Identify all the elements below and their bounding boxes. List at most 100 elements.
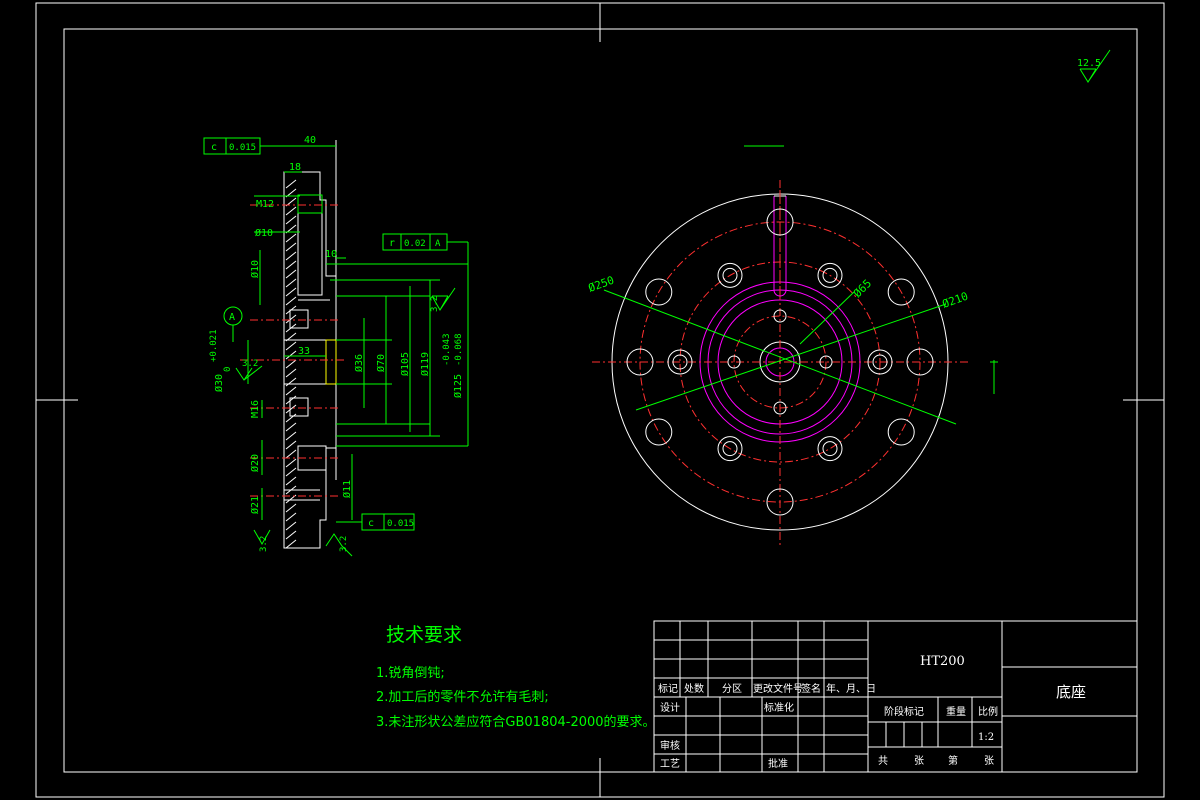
- gdt-top-value: 0.015: [229, 143, 256, 153]
- counterbore-hole-outer: [717, 436, 743, 462]
- gdt-runout-symbol: r: [389, 238, 395, 249]
- outer-bolt-hole: [887, 418, 915, 446]
- hatch-line: [285, 368, 297, 378]
- hatch-line: [285, 458, 297, 468]
- scale-value: 1:2: [978, 732, 994, 743]
- dim-phi30: Ø30: [213, 374, 225, 392]
- counterbore-hole-outer: [717, 262, 743, 288]
- dim-phi10-vertical: Ø10: [249, 260, 261, 278]
- counterbore-hole-inner: [722, 267, 738, 283]
- section-view: A c 0.015 r 0.02 A c 0.015 40 1: [203, 135, 469, 557]
- hatch-line: [285, 512, 297, 522]
- header-mark: 标记: [658, 683, 678, 695]
- dim-phi119: Ø119: [419, 352, 431, 376]
- hatch-line: [285, 359, 297, 369]
- dim-phi105: Ø105: [399, 352, 411, 376]
- gdt-bottom-value: 0.015: [387, 519, 414, 529]
- gdt-top-symbol: c: [211, 142, 217, 153]
- hatch-line: [285, 413, 297, 423]
- label-standardization: 标准化: [764, 701, 794, 714]
- dim-phi36: Ø36: [353, 354, 365, 372]
- label-weight: 重量: [946, 705, 966, 718]
- dim-phi20: Ø20: [249, 454, 261, 472]
- hatch-line: [285, 314, 297, 324]
- header-count: 处数: [684, 682, 704, 695]
- outer-bolt-hole: [645, 418, 673, 446]
- label-sheet-unit-2: 张: [984, 755, 994, 767]
- counterbore-hole-inner: [672, 354, 688, 370]
- dim-phi65: Ø65: [851, 277, 874, 300]
- dim-phi10: Ø10: [255, 227, 273, 239]
- dim-18: 18: [289, 162, 301, 173]
- outer-bolt-hole: [887, 278, 915, 306]
- hatch-line: [285, 530, 297, 540]
- hatch-line: [285, 467, 297, 477]
- hatch-line: [285, 179, 297, 189]
- header-signature: 签名: [801, 682, 821, 695]
- ra-side-2: 3.2: [242, 359, 258, 369]
- hatch-line: [285, 521, 297, 531]
- roughness-symbol: 12.5: [1077, 49, 1111, 83]
- label-total: 共: [878, 755, 888, 767]
- dim-phi210: Ø210: [941, 290, 970, 311]
- gdt-frame-runout: r 0.02 A: [382, 233, 469, 264]
- hatch-line: [285, 215, 297, 225]
- tech-req-item-3: 3.未注形状公差应符合GB01804-2000的要求。: [376, 714, 656, 730]
- label-approve: 批准: [768, 757, 788, 770]
- label-design: 设计: [660, 701, 680, 714]
- hatch-line: [285, 350, 297, 360]
- section-hatching: [285, 179, 297, 549]
- hatch-line: [285, 476, 297, 486]
- counterbore-hole-outer: [667, 349, 693, 375]
- tech-req-title: 技术要求: [386, 624, 462, 646]
- counterbore-hole-outer: [867, 349, 893, 375]
- dim-phi125: Ø125: [452, 374, 464, 398]
- hatch-line: [285, 242, 297, 252]
- header-date: 年、月、日: [826, 682, 876, 695]
- material: HT200: [920, 654, 965, 669]
- dim-40: 40: [304, 135, 316, 146]
- counterbore-hole-inner: [822, 267, 838, 283]
- label-review: 审核: [660, 739, 680, 752]
- hatch-line: [285, 431, 297, 441]
- hatch-line: [285, 395, 297, 405]
- hatch-line: [285, 260, 297, 270]
- dim-m12: M12: [256, 199, 274, 210]
- dim-phi21: Ø21: [249, 496, 261, 514]
- dim-phi250: Ø250: [587, 274, 616, 295]
- counterbore-hole-outer: [817, 262, 843, 288]
- outer-bolt-hole: [906, 348, 934, 376]
- gdt-bottom-symbol: c: [368, 518, 374, 529]
- technical-requirements: 技术要求 1.锐角倒钝; 2.加工后的零件不允许有毛刺; 3.未注形状公差应符合…: [376, 624, 656, 730]
- tech-req-item-1: 1.锐角倒钝;: [376, 666, 445, 681]
- hatch-line: [285, 422, 297, 432]
- outer-bolt-hole: [645, 278, 673, 306]
- header-change-doc: 更改文件号: [753, 682, 803, 695]
- dim-phi125-tol-upper: -0.043: [442, 333, 452, 366]
- front-view: Ø250 Ø65 Ø210: [587, 145, 998, 545]
- title-block: HT200 底座 标记 处数 分区 更改文件号 签名 年、月、日 设计 标准化 …: [653, 620, 1138, 773]
- dim-phi70: Ø70: [375, 354, 387, 372]
- counterbore-hole-outer: [817, 436, 843, 462]
- dim-phi11: Ø11: [341, 480, 353, 498]
- dim-phi30-tol-lower: 0: [223, 367, 233, 372]
- tech-req-item-2: 2.加工后的零件不允许有毛刺;: [376, 689, 549, 705]
- hatch-line: [285, 404, 297, 414]
- header-zone: 分区: [722, 683, 742, 695]
- hatch-line: [285, 233, 297, 243]
- hatch-line: [285, 377, 297, 387]
- datum-a-label: A: [229, 312, 235, 323]
- small-hole: [773, 401, 787, 415]
- counterbore-hole-inner: [822, 441, 838, 457]
- gdt-frame-bottom: c 0.015: [336, 513, 415, 531]
- label-sheet-unit-1: 张: [914, 755, 924, 767]
- hatch-line: [285, 206, 297, 216]
- hatch-line: [285, 539, 297, 549]
- dim-10: 10: [325, 249, 337, 260]
- counterbore-hole-inner: [872, 354, 888, 370]
- dim-phi125-tol-lower: -0.068: [454, 333, 464, 366]
- hatch-line: [285, 449, 297, 459]
- gdt-runout-value: 0.02: [404, 239, 426, 249]
- gdt-frame-top: c 0.015: [203, 137, 284, 155]
